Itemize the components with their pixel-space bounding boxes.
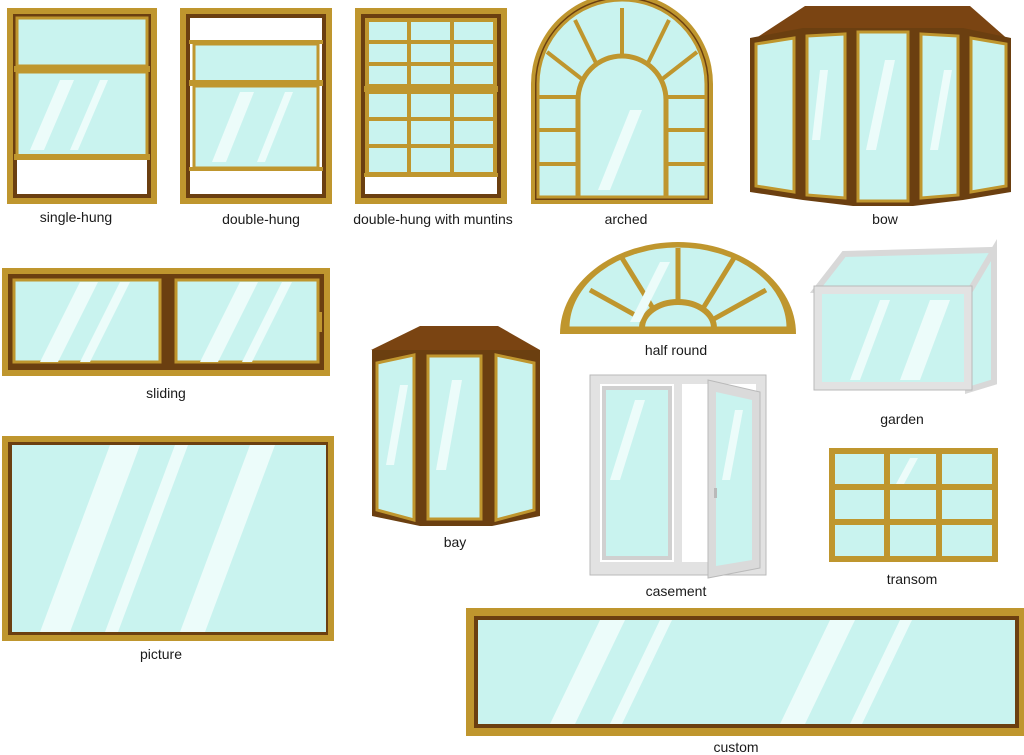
label-casement: casement (645, 583, 707, 599)
sliding-window (2, 268, 330, 376)
label-bow: bow (872, 211, 898, 227)
label-double-hung: double-hung (222, 211, 300, 227)
single-hung-window (7, 8, 157, 204)
half-round-window (560, 242, 796, 334)
bay-window (371, 326, 540, 526)
garden-window (809, 239, 997, 395)
custom-window (466, 608, 1024, 736)
label-garden: garden (880, 411, 924, 427)
casement-window (589, 374, 767, 579)
label-picture: picture (139, 646, 183, 662)
label-single-hung: single-hung (39, 209, 113, 225)
double-hung-muntins-window (355, 8, 507, 204)
bow-window (750, 6, 1011, 206)
label-double-hung-with-muntins: double-hung with muntins (353, 211, 513, 227)
transom-window (829, 448, 998, 562)
picture-window (2, 436, 334, 641)
label-bay: bay (443, 534, 467, 550)
arched-window (531, 0, 713, 204)
label-half-round: half round (644, 342, 708, 358)
double-hung-window (180, 8, 332, 204)
label-sliding: sliding (146, 385, 186, 401)
label-custom: custom (713, 739, 759, 755)
label-arched: arched (604, 211, 648, 227)
label-transom: transom (886, 571, 938, 587)
